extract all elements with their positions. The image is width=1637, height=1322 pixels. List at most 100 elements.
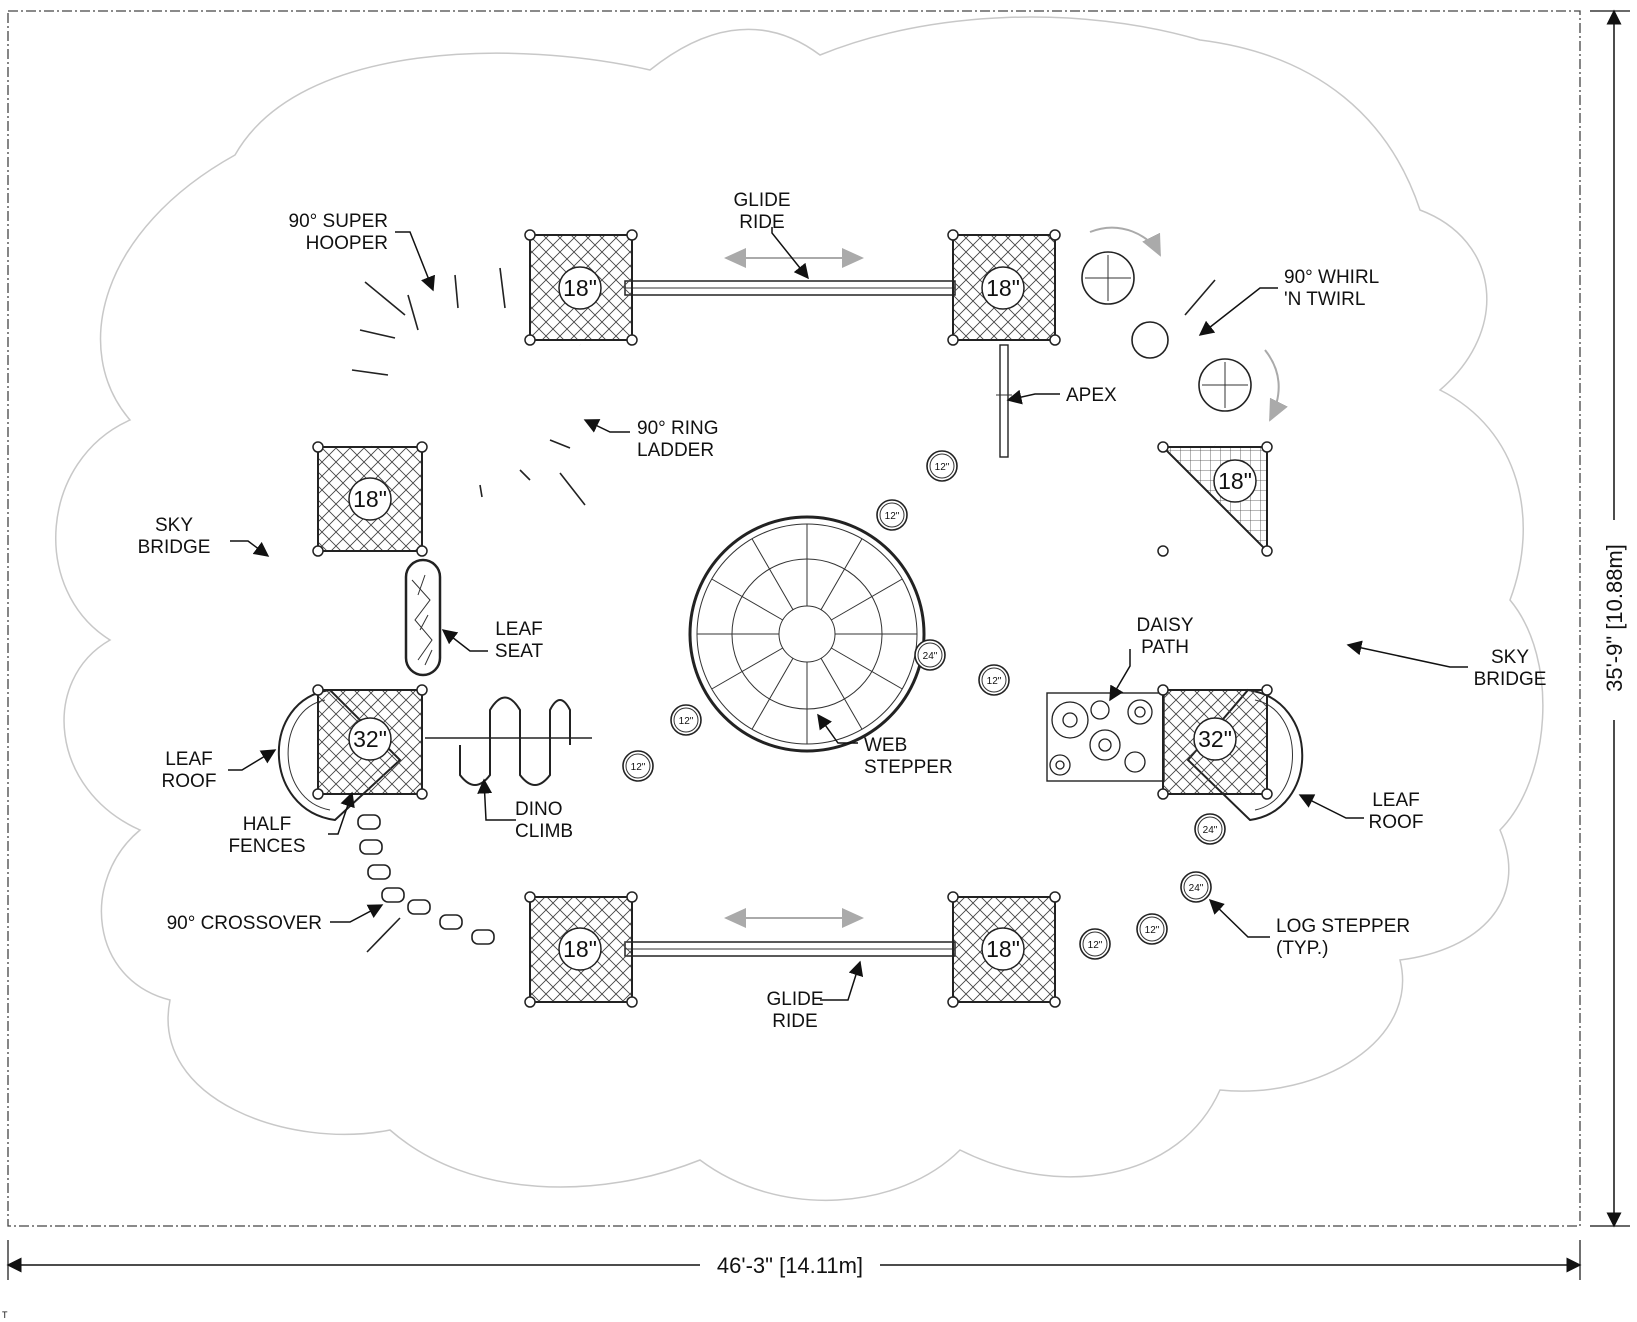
width-dimension: 46'-3" [14.11m] xyxy=(6,1240,1582,1280)
log-stepper: 12" xyxy=(1079,928,1111,960)
deck-post xyxy=(1049,996,1061,1008)
log-stepper-size: 12" xyxy=(679,716,694,727)
height-dimension-label: 35'-9" [10.88m] xyxy=(1602,544,1627,692)
log-stepper: 12" xyxy=(926,450,958,482)
deck-bottom-right: 18" xyxy=(952,896,1056,1003)
deck-post xyxy=(524,996,536,1008)
web-stepper xyxy=(688,515,926,753)
height-dimension: 35'-9" [10.88m] xyxy=(1590,9,1630,1228)
deck-height-label: 18" xyxy=(563,275,597,301)
deck-post xyxy=(626,229,638,241)
log-stepper-size: 12" xyxy=(631,762,646,773)
deck-post xyxy=(416,441,428,453)
deck-post xyxy=(1157,545,1169,557)
deck-post xyxy=(416,684,428,696)
deck-right-lower: 32" xyxy=(1162,689,1268,795)
deck-post xyxy=(1261,684,1273,696)
deck-post xyxy=(947,891,959,903)
log-stepper: 12" xyxy=(670,704,702,736)
deck-post xyxy=(947,996,959,1008)
crossover xyxy=(357,794,526,953)
deck-post xyxy=(524,229,536,241)
deck-post xyxy=(312,684,324,696)
web-spoke xyxy=(830,578,903,621)
deck-post xyxy=(1261,788,1273,800)
log-stepper-size: 12" xyxy=(885,511,900,522)
deck-post xyxy=(626,996,638,1008)
log-stepper-size: 24" xyxy=(1203,825,1218,836)
log-stepper-size: 12" xyxy=(1088,940,1103,951)
deck-post xyxy=(1049,229,1061,241)
deck-post xyxy=(524,891,536,903)
deck-left-upper: 18" xyxy=(317,446,423,552)
deck-height-label: 32" xyxy=(353,726,387,752)
whirl-n-twirl xyxy=(1049,226,1288,446)
deck-height-label: 18" xyxy=(986,275,1020,301)
deck-post xyxy=(1261,441,1273,453)
deck-post xyxy=(312,545,324,557)
log-stepper-size: 24" xyxy=(1189,883,1204,894)
apex xyxy=(996,344,1012,458)
log-stepper: 12" xyxy=(978,664,1010,696)
ring-ladder xyxy=(424,344,586,506)
label-crossover: 90° CROSSOVER xyxy=(167,913,322,934)
log-stepper-size: 12" xyxy=(935,462,950,473)
glide-ride-bottom xyxy=(624,908,956,957)
deck-height-label: 32" xyxy=(1198,726,1232,752)
use-zone-outline xyxy=(55,16,1544,1202)
deck-top-left: 18" xyxy=(529,234,633,341)
boundary-box xyxy=(7,10,1581,1227)
deck-post xyxy=(947,229,959,241)
glide-ride-top xyxy=(624,248,956,296)
deck-post xyxy=(1157,441,1169,453)
web-spoke xyxy=(711,647,784,690)
web-spoke xyxy=(751,657,794,730)
leader-lines xyxy=(228,227,1468,1001)
log-stepper: 12" xyxy=(1136,913,1168,945)
web-spoke xyxy=(711,578,784,621)
sky-bridge-right xyxy=(1261,550,1350,693)
deck-post xyxy=(1049,891,1061,903)
web-spoke xyxy=(830,647,903,690)
dino-climb xyxy=(425,696,592,786)
deck-post xyxy=(1157,684,1169,696)
deck-height-label: 18" xyxy=(563,936,597,962)
deck-left-lower: 32" xyxy=(317,689,423,795)
deck-post xyxy=(1157,788,1169,800)
web-spoke xyxy=(820,657,863,730)
deck-height-label: 18" xyxy=(1218,468,1252,494)
log-stepper: 12" xyxy=(622,750,654,782)
deck-right-tri: 18" xyxy=(1160,446,1268,554)
web-spoke xyxy=(820,538,863,611)
label-whirl-n-twirl: 90° WHIRL'N TWIRL xyxy=(1284,267,1379,310)
deck-height-label: 18" xyxy=(986,936,1020,962)
log-stepper-size: 24" xyxy=(923,651,938,662)
deck-post xyxy=(416,788,428,800)
deck-post xyxy=(1261,545,1273,557)
log-stepper-size: 12" xyxy=(1145,925,1160,936)
deck-post xyxy=(416,545,428,557)
log-stepper-size: 12" xyxy=(987,676,1002,687)
deck-top-right: 18" xyxy=(952,234,1056,341)
sky-bridge-left xyxy=(235,550,319,693)
super-hooper xyxy=(351,267,531,446)
log-stepper: 24" xyxy=(914,639,946,671)
daisy-path xyxy=(1046,692,1165,782)
width-dimension-label: 46'-3" [14.11m] xyxy=(717,1253,863,1278)
deck-post xyxy=(947,334,959,346)
leaf-seat xyxy=(404,558,442,677)
web-spoke xyxy=(751,538,794,611)
